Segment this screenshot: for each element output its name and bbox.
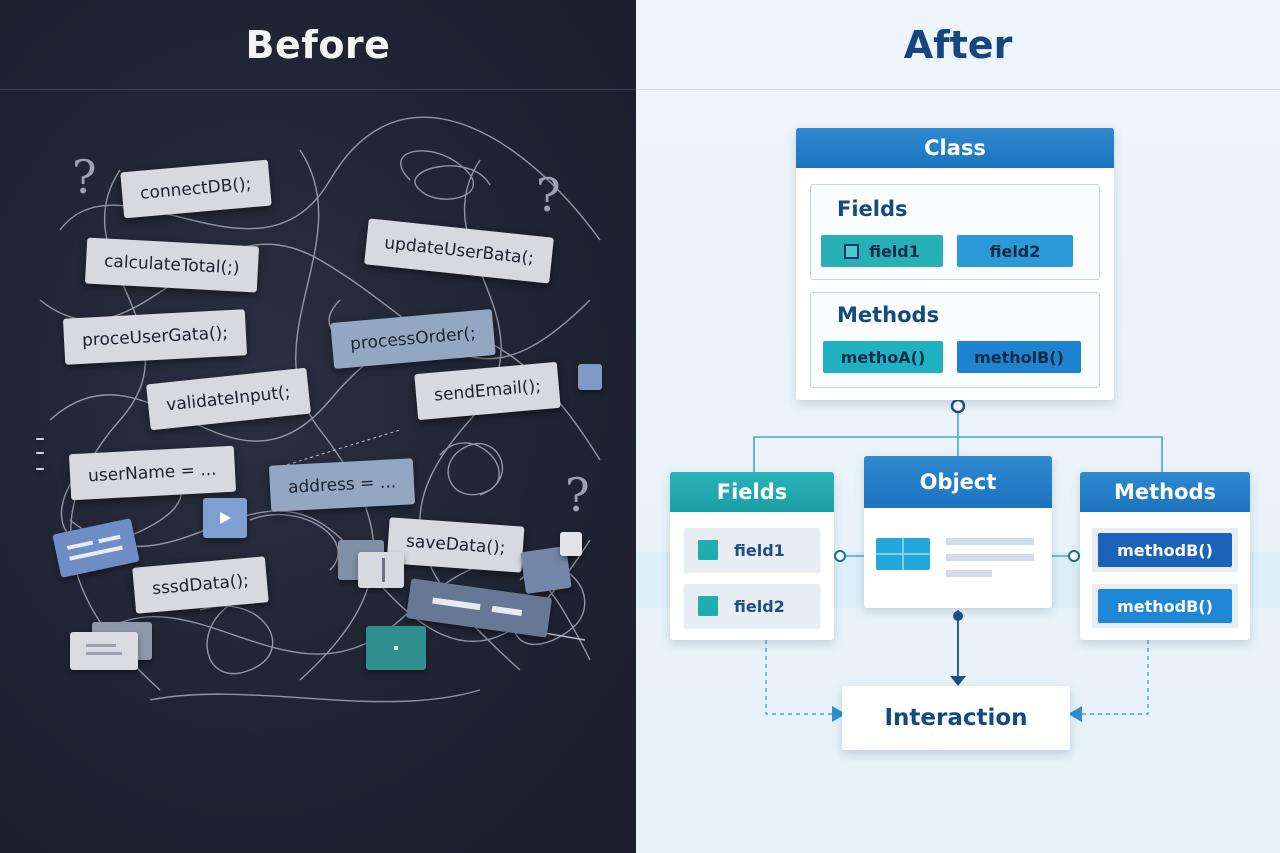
question-mark-2: ? bbox=[536, 168, 561, 222]
class-method-1: methoA() bbox=[823, 341, 943, 373]
before-panel: Before ? ? ? connectDB(); calcula bbox=[0, 0, 636, 853]
class-fields-section: Fields field1 field2 bbox=[810, 184, 1100, 280]
object-box: Object bbox=[864, 456, 1052, 608]
checkbox-icon bbox=[844, 243, 860, 259]
dash-mark bbox=[36, 438, 44, 440]
code-chip: calculateTotal(;) bbox=[84, 237, 259, 293]
question-mark-3: ? bbox=[565, 468, 590, 522]
fields-box: Fields field1 field2 bbox=[670, 472, 834, 640]
ui-card bbox=[560, 532, 582, 556]
dash-mark bbox=[36, 468, 44, 470]
object-line bbox=[946, 570, 992, 577]
methods-box-method-2: methodB() bbox=[1098, 589, 1232, 623]
methods-box: Methods methodB() methodB() bbox=[1080, 472, 1250, 640]
ui-card bbox=[578, 364, 602, 390]
interaction-box: Interaction bbox=[842, 686, 1070, 750]
class-field-2: field2 bbox=[957, 235, 1073, 267]
object-line bbox=[946, 538, 1034, 545]
after-header: After bbox=[636, 0, 1280, 90]
question-mark-1: ? bbox=[72, 150, 97, 204]
class-field-1: field1 bbox=[821, 235, 943, 267]
class-methods-section: Methods methoA() metholB() bbox=[810, 292, 1100, 388]
field-square-icon bbox=[698, 596, 718, 616]
class-title: Class bbox=[796, 128, 1114, 168]
play-icon bbox=[203, 498, 247, 538]
code-chip: proceUserGata(); bbox=[62, 309, 248, 365]
class-method-2: metholB() bbox=[957, 341, 1081, 373]
ui-card bbox=[366, 626, 426, 670]
ui-card bbox=[70, 632, 138, 670]
object-box-title: Object bbox=[864, 456, 1052, 508]
after-panel: After Class Fields field1 bbox=[636, 0, 1280, 853]
code-chip: address = ... bbox=[268, 458, 416, 512]
object-line bbox=[946, 554, 1034, 561]
ui-card bbox=[358, 552, 404, 588]
before-title: Before bbox=[245, 22, 391, 67]
after-title: After bbox=[903, 22, 1013, 67]
fields-box-title: Fields bbox=[670, 472, 834, 512]
connector-lines bbox=[753, 398, 1163, 722]
methods-box-title: Methods bbox=[1080, 472, 1250, 512]
fields-box-row-1: field1 bbox=[684, 528, 820, 572]
class-methods-title: Methods bbox=[837, 303, 940, 327]
methods-box-row-2: methodB() bbox=[1092, 584, 1238, 628]
class-box: Class Fields field1 field2 Methods metho… bbox=[796, 128, 1114, 400]
methods-box-row-1: methodB() bbox=[1092, 528, 1238, 572]
class-fields-title: Fields bbox=[837, 197, 908, 221]
object-window-icon bbox=[876, 538, 930, 570]
tangled-lines bbox=[39, 116, 601, 703]
fields-box-row-2: field2 bbox=[684, 584, 820, 628]
before-header: Before bbox=[0, 0, 636, 90]
field-square-icon bbox=[698, 540, 718, 560]
code-chip: saveData(); bbox=[386, 517, 525, 573]
methods-box-method-1: methodB() bbox=[1098, 533, 1232, 567]
dash-mark bbox=[36, 452, 44, 454]
code-chip: userName = ... bbox=[68, 445, 236, 501]
